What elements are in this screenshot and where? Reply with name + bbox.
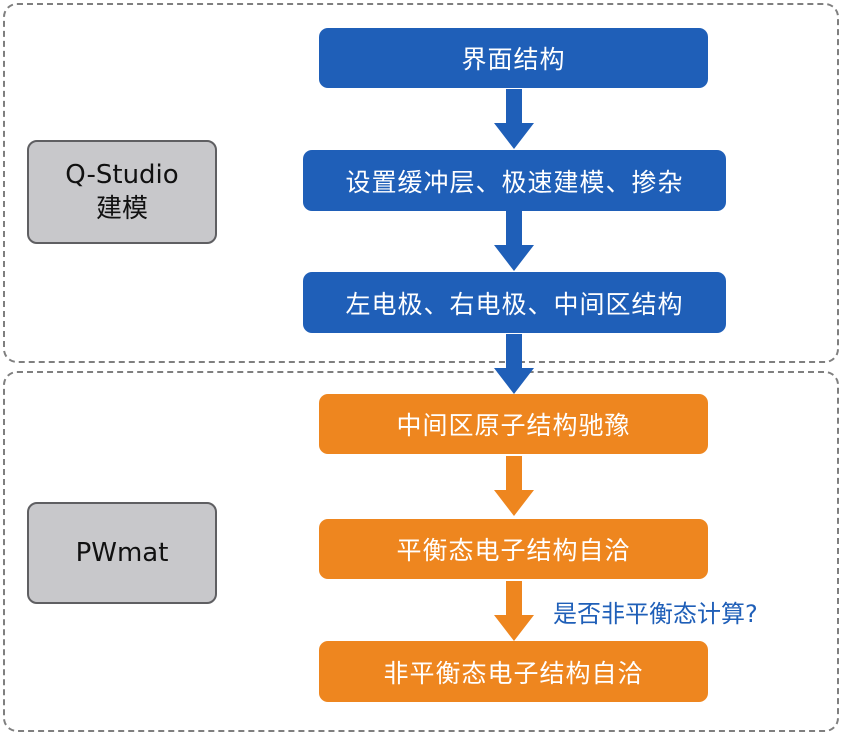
step-interface-structure: 界面结构 [319,28,708,88]
tool-label-pwmat: PWmat [27,502,217,604]
decision-question: 是否非平衡态计算? [553,600,758,628]
step-nonequilibrium-scf: 非平衡态电子结构自洽 [319,641,708,702]
down-arrow-5 [494,581,534,641]
step-central-relaxation: 中间区原子结构驰豫 [319,394,708,454]
tool-label-qstudio: Q-Studio 建模 [27,140,217,244]
step-buffer-modeling-doping: 设置缓冲层、极速建模、掺杂 [303,150,726,211]
down-arrow-2 [494,211,534,271]
step-equilibrium-scf: 平衡态电子结构自洽 [319,519,708,579]
down-arrow-3 [494,334,534,394]
group-frame-qstudio [3,3,839,363]
down-arrow-4 [494,456,534,516]
down-arrow-1 [494,89,534,149]
step-electrodes-central-structure: 左电极、右电极、中间区结构 [303,272,726,333]
group-frame-pwmat [3,371,839,732]
